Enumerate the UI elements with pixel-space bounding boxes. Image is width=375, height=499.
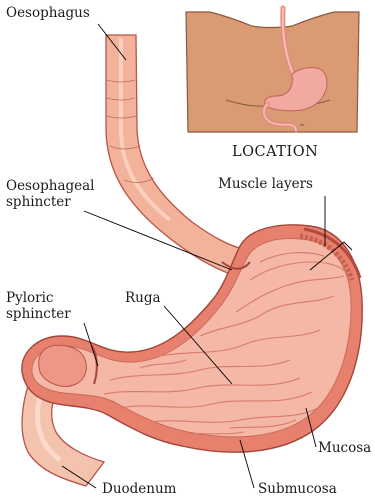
- label-mucosa: Mucosa: [318, 440, 371, 457]
- label-pyloric-sphincter-line1: Pyloric: [6, 290, 54, 307]
- torso-silhouette: [186, 12, 359, 132]
- label-oesophageal-sphincter-line1: Oesophageal: [6, 178, 95, 195]
- location-inset: [186, 8, 359, 132]
- label-oesophagus: Oesophagus: [6, 5, 90, 22]
- label-duodenum: Duodenum: [102, 481, 176, 498]
- location-caption: LOCATION: [232, 144, 318, 161]
- label-muscle-layers: Muscle layers: [218, 176, 313, 193]
- label-oesophageal-sphincter-line2: sphincter: [6, 194, 71, 211]
- label-pyloric-sphincter-line2: sphincter: [6, 306, 71, 323]
- label-submucosa: Submucosa: [258, 481, 337, 498]
- label-ruga: Ruga: [125, 290, 161, 307]
